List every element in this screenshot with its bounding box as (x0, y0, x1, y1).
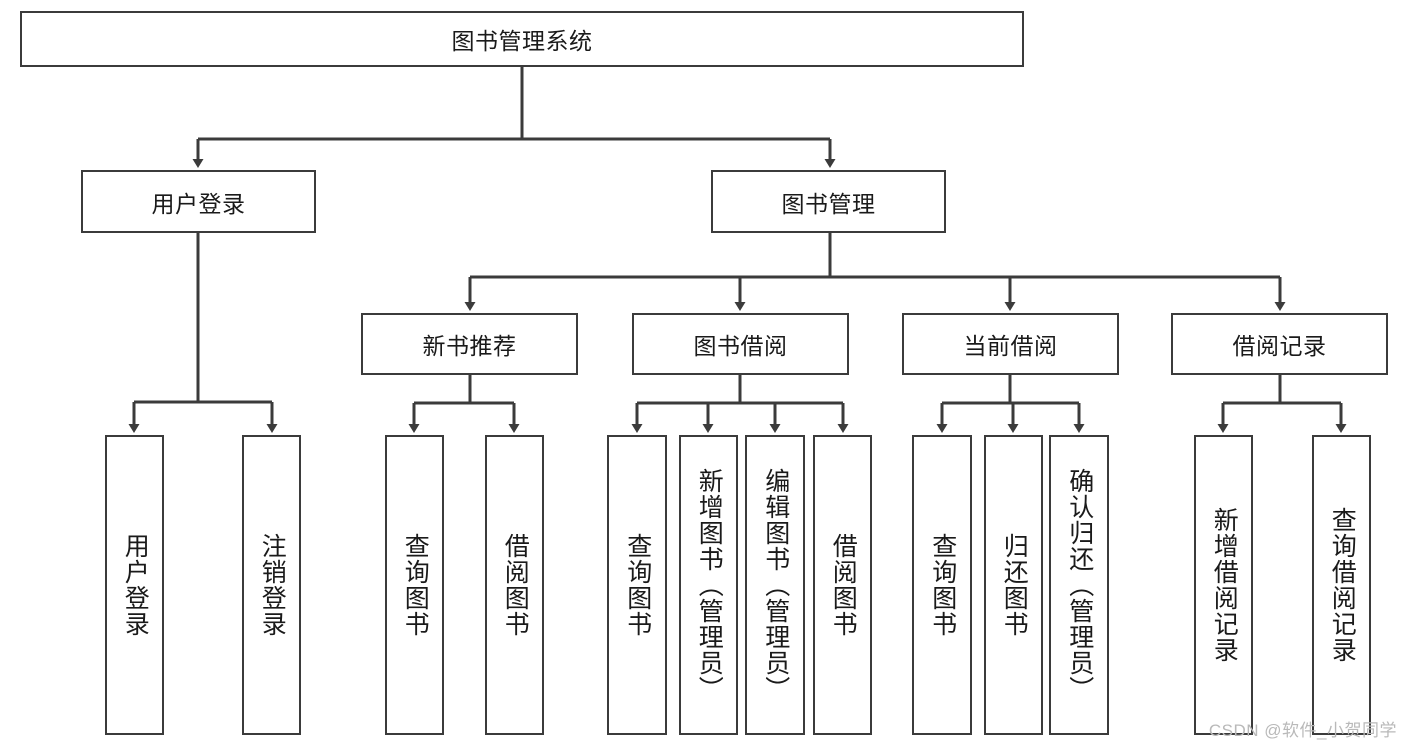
node-label: 借阅记录 (1232, 333, 1327, 359)
leaf-new-book-borrow-book[interactable]: 借阅图书 (485, 435, 544, 735)
node-label: 新书推荐 (422, 333, 517, 359)
node-book-borrow[interactable]: 图书借阅 (632, 313, 849, 375)
node-label: 查询借阅记录 (1328, 507, 1357, 663)
node-book-management[interactable]: 图书管理 (711, 170, 946, 233)
node-label: 借阅图书 (501, 533, 530, 637)
node-label: 图书管理 (781, 190, 876, 217)
node-label: 借阅图书 (829, 533, 858, 637)
node-label: 图书管理系统 (451, 28, 593, 54)
leaf-book-borrow-query-book[interactable]: 查询图书 (607, 435, 667, 735)
node-label: 查询图书 (401, 533, 430, 637)
node-label: 用户登录 (121, 533, 150, 637)
leaf-current-borrow-confirm-return-admin[interactable]: 确认归还（管理员） (1049, 435, 1109, 735)
leaf-current-borrow-query-book[interactable]: 查询图书 (912, 435, 972, 735)
node-label: 新增图书（管理员） (695, 468, 724, 702)
node-label: 查询图书 (623, 533, 652, 637)
leaf-book-borrow-add-book-admin[interactable]: 新增图书（管理员） (679, 435, 738, 735)
node-label: 图书借阅 (693, 333, 788, 359)
leaf-book-borrow-edit-book-admin[interactable]: 编辑图书（管理员） (745, 435, 805, 735)
leaf-borrow-record-query-record[interactable]: 查询借阅记录 (1312, 435, 1371, 735)
leaf-user-login-logout[interactable]: 注销登录 (242, 435, 301, 735)
node-label: 用户登录 (151, 190, 246, 217)
leaf-user-login-login[interactable]: 用户登录 (105, 435, 164, 735)
node-label: 新增借阅记录 (1210, 507, 1239, 663)
node-label: 查询图书 (928, 533, 957, 637)
leaf-new-book-query-book[interactable]: 查询图书 (385, 435, 444, 735)
node-label: 确认归还（管理员） (1065, 468, 1094, 702)
leaf-borrow-record-add-record[interactable]: 新增借阅记录 (1194, 435, 1253, 735)
node-user-login[interactable]: 用户登录 (81, 170, 316, 233)
node-label: 当前借阅 (963, 333, 1058, 359)
node-new-book-recommend[interactable]: 新书推荐 (361, 313, 578, 375)
watermark: CSDN @软件_小贺同学 (1208, 721, 1397, 740)
leaf-book-borrow-borrow-book[interactable]: 借阅图书 (813, 435, 872, 735)
node-label: 归还图书 (1000, 533, 1029, 637)
node-root-book-management-system[interactable]: 图书管理系统 (20, 11, 1024, 67)
node-label: 注销登录 (258, 533, 287, 637)
node-label: 编辑图书（管理员） (761, 468, 790, 702)
node-current-borrow[interactable]: 当前借阅 (902, 313, 1119, 375)
leaf-current-borrow-return-book[interactable]: 归还图书 (984, 435, 1043, 735)
node-borrow-record[interactable]: 借阅记录 (1171, 313, 1388, 375)
